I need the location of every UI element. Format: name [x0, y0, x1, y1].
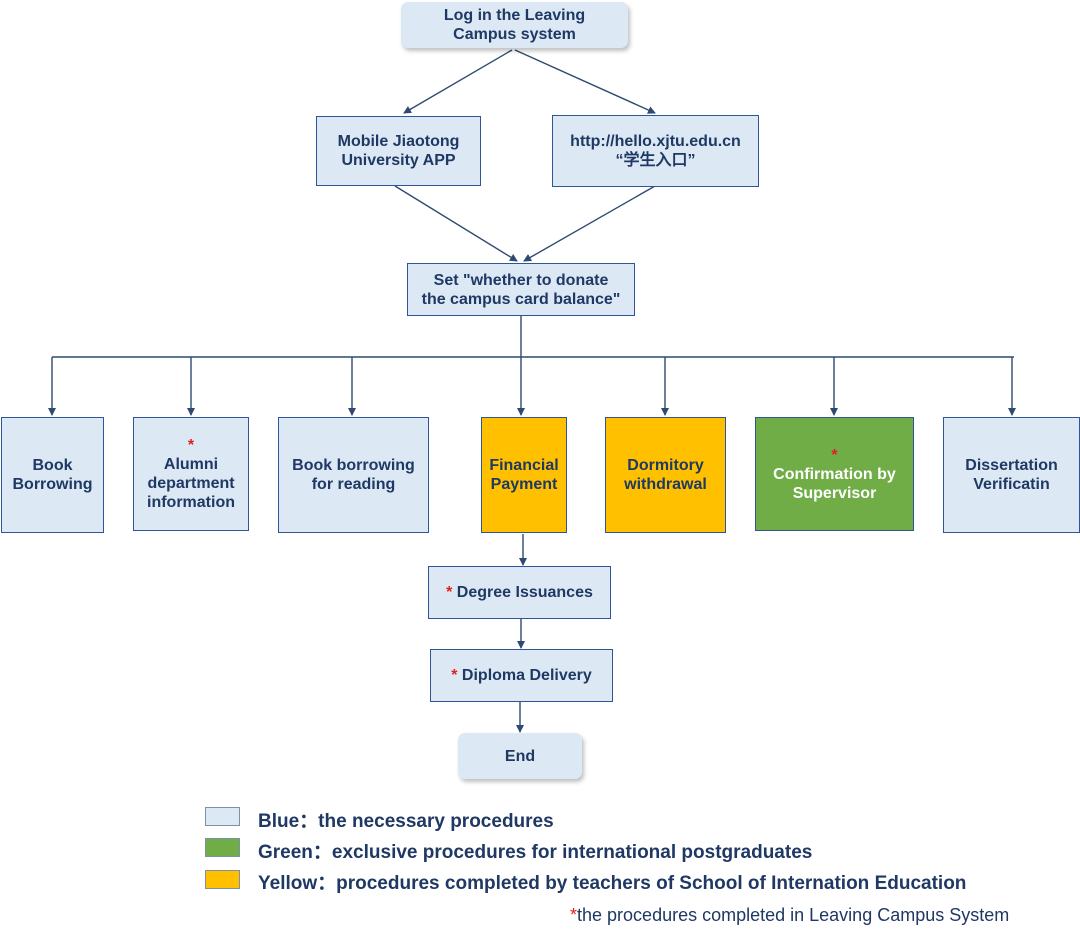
login-node: Log in the Leaving Campus system [401, 2, 628, 48]
dissertation-line2: Verificatin [973, 476, 1050, 493]
dissertation-node: Dissertation Verificatin [943, 417, 1080, 533]
legend-swatch-yellow [205, 870, 240, 889]
mobile-app-node: Mobile Jiaotong University APP [316, 116, 481, 186]
website-line2: “学生入口” [615, 152, 696, 169]
footnote-text: the procedures completed in Leaving Camp… [577, 905, 1010, 925]
diploma-label: Diploma Delivery [461, 667, 592, 684]
book-borrowing-line2: Borrowing [12, 476, 93, 493]
login-line2: Campus system [453, 26, 576, 43]
legend-swatch-blue [205, 807, 240, 826]
dormitory-line2: withdrawal [624, 476, 707, 493]
footnote-star: * [570, 905, 578, 925]
book-reading-node: Book borrowing for reading [278, 417, 429, 533]
book-borrowing-node: Book Borrowing [1, 417, 104, 533]
donate-line2: the campus card balance" [421, 290, 621, 308]
financial-line1: Financial [489, 457, 559, 474]
website-line1: http://hello.xjtu.edu.cn [570, 133, 741, 150]
diploma-node: * Diploma Delivery [430, 649, 613, 702]
arrow-login-to-app [403, 49, 513, 114]
legend-text-blue: Blue：the necessary procedures [258, 811, 554, 832]
degree-node: * Degree Issuances [428, 566, 611, 619]
degree-star: * [446, 584, 453, 601]
supervisor-node: * Confirmation by Supervisor [755, 417, 914, 531]
dissertation-line1: Dissertation [965, 457, 1058, 474]
legend-swatch-green [205, 838, 240, 857]
end-label: End [504, 747, 536, 765]
donate-line1: Set "whether to donate [433, 271, 609, 289]
footnote: *the procedures completed in Leaving Cam… [570, 905, 1009, 926]
alumni-line1: Alumni [163, 456, 219, 473]
book-reading-line1: Book borrowing [292, 457, 415, 474]
alumni-node: * Alumni department information [133, 417, 249, 531]
alumni-star: * [187, 437, 195, 454]
book-reading-line2: for reading [311, 476, 396, 493]
supervisor-star: * [831, 446, 838, 464]
login-line1: Log in the Leaving [443, 7, 586, 24]
website-node: http://hello.xjtu.edu.cn “学生入口” [552, 115, 759, 187]
supervisor-line2: Supervisor [792, 484, 877, 502]
arrow-login-to-website [514, 49, 656, 114]
end-node: End [458, 733, 582, 779]
financial-node: Financial Payment [481, 417, 567, 533]
book-borrowing-line1: Book [32, 457, 73, 474]
alumni-line3: information [147, 494, 235, 511]
degree-label: Degree Issuances [456, 584, 593, 601]
mobile-app-line1: Mobile Jiaotong [337, 133, 460, 150]
diploma-star: * [451, 667, 458, 684]
donate-node: Set "whether to donate the campus card b… [407, 263, 635, 316]
alumni-line2: department [147, 475, 235, 492]
dormitory-node: Dormitory withdrawal [605, 417, 726, 533]
dormitory-line1: Dormitory [627, 457, 704, 474]
arrow-website-to-donate [523, 185, 656, 262]
arrow-app-to-donate [394, 185, 518, 262]
financial-line2: Payment [490, 476, 558, 493]
legend-text-green: Green：exclusive procedures for internati… [258, 842, 813, 863]
supervisor-line1: Confirmation by [773, 465, 896, 483]
mobile-app-line2: University APP [341, 152, 456, 169]
legend-text-yellow: Yellow：procedures completed by teachers … [258, 873, 967, 894]
